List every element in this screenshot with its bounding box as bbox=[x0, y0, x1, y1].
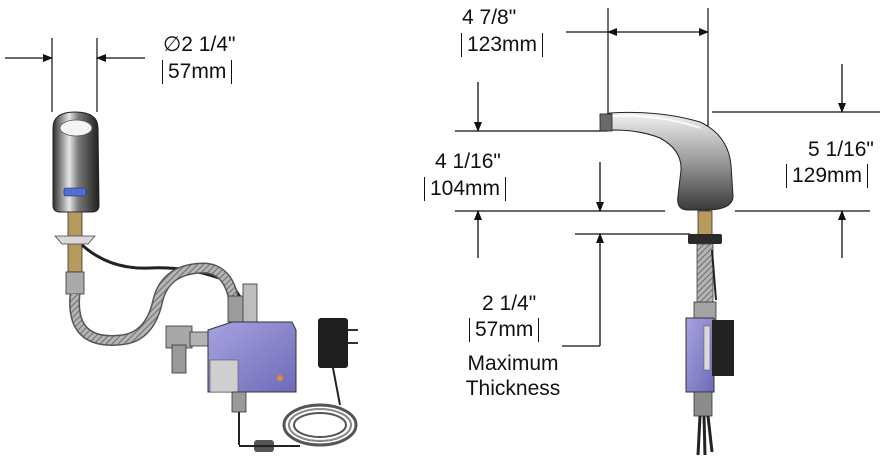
thickness-imperial-label: 2 1/4" bbox=[482, 292, 537, 315]
reach-metric-label: 123mm bbox=[461, 33, 544, 57]
spout-height-metric-label: 104mm bbox=[424, 177, 507, 201]
overall-height-imperial-label: 5 1/16" bbox=[808, 138, 874, 161]
right-faucet-profile bbox=[455, 8, 880, 456]
left-faucet-assembly bbox=[5, 38, 358, 452]
overall-height-metric-value: 129mm bbox=[786, 164, 869, 188]
reach-imperial-label: 4 7/8" bbox=[462, 6, 517, 29]
reach-metric-value: 123mm bbox=[461, 33, 544, 57]
thickness-note-line2: Thickness bbox=[465, 377, 561, 400]
thickness-metric-label: 57mm bbox=[469, 318, 540, 342]
spout-height-imperial-label: 4 1/16" bbox=[435, 150, 501, 173]
diameter-metric-value: 57mm bbox=[162, 60, 233, 84]
thickness-note-line1: Maximum bbox=[467, 352, 559, 375]
thickness-metric-value: 57mm bbox=[469, 318, 540, 342]
diameter-metric-label: 57mm bbox=[162, 60, 233, 84]
spout-height-metric-value: 104mm bbox=[424, 177, 507, 201]
diameter-imperial-label: ∅2 1/4" bbox=[163, 33, 236, 56]
overall-height-metric-label: 129mm bbox=[786, 164, 869, 188]
